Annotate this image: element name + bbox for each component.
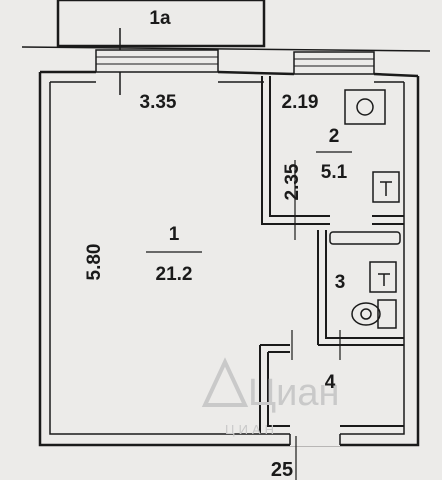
bathroom-walls [317, 230, 404, 346]
toilet-tank-icon [377, 299, 397, 329]
watermark: Циан ЦИАН [201, 357, 339, 437]
sink-icon [372, 171, 400, 203]
window-main [95, 49, 219, 73]
hall-number: 4 [325, 372, 336, 393]
main-room-width: 3.35 [140, 92, 177, 113]
balcony-number: 1a [149, 8, 171, 29]
watermark-logo-icon [201, 357, 249, 407]
bathroom-fixtures [329, 231, 401, 329]
watermark-sub: ЦИАН [225, 422, 278, 437]
bottom-dimension: 25 [271, 459, 293, 480]
kitchen-number: 2 [329, 126, 340, 147]
hall-walls [259, 344, 404, 434]
main-room-number: 1 [169, 224, 180, 245]
outer-walls [38, 70, 420, 447]
kitchen-area: 5.1 [321, 162, 348, 183]
top-windows [95, 49, 375, 75]
watermark-brand: Циан [248, 372, 339, 414]
kitchen-width: 2.19 [282, 92, 319, 113]
kitchen-walls [261, 76, 404, 225]
stove-icon [344, 89, 386, 125]
kitchen-fixtures [344, 89, 400, 203]
toilet-bowl-icon [351, 302, 381, 326]
balcony-outline [56, 0, 266, 48]
stove-burner-icon [356, 98, 374, 116]
kitchen-length: 2.35 [282, 163, 303, 200]
bathroom-number: 3 [335, 272, 346, 293]
washbasin-icon [369, 261, 397, 293]
outer-wall-line [21, 46, 431, 52]
main-room-length: 5.80 [84, 244, 105, 281]
bathtub-icon [329, 231, 401, 245]
dimension-lines [291, 160, 341, 480]
window-kitchen [293, 51, 375, 75]
main-room-area: 21.2 [156, 264, 193, 285]
